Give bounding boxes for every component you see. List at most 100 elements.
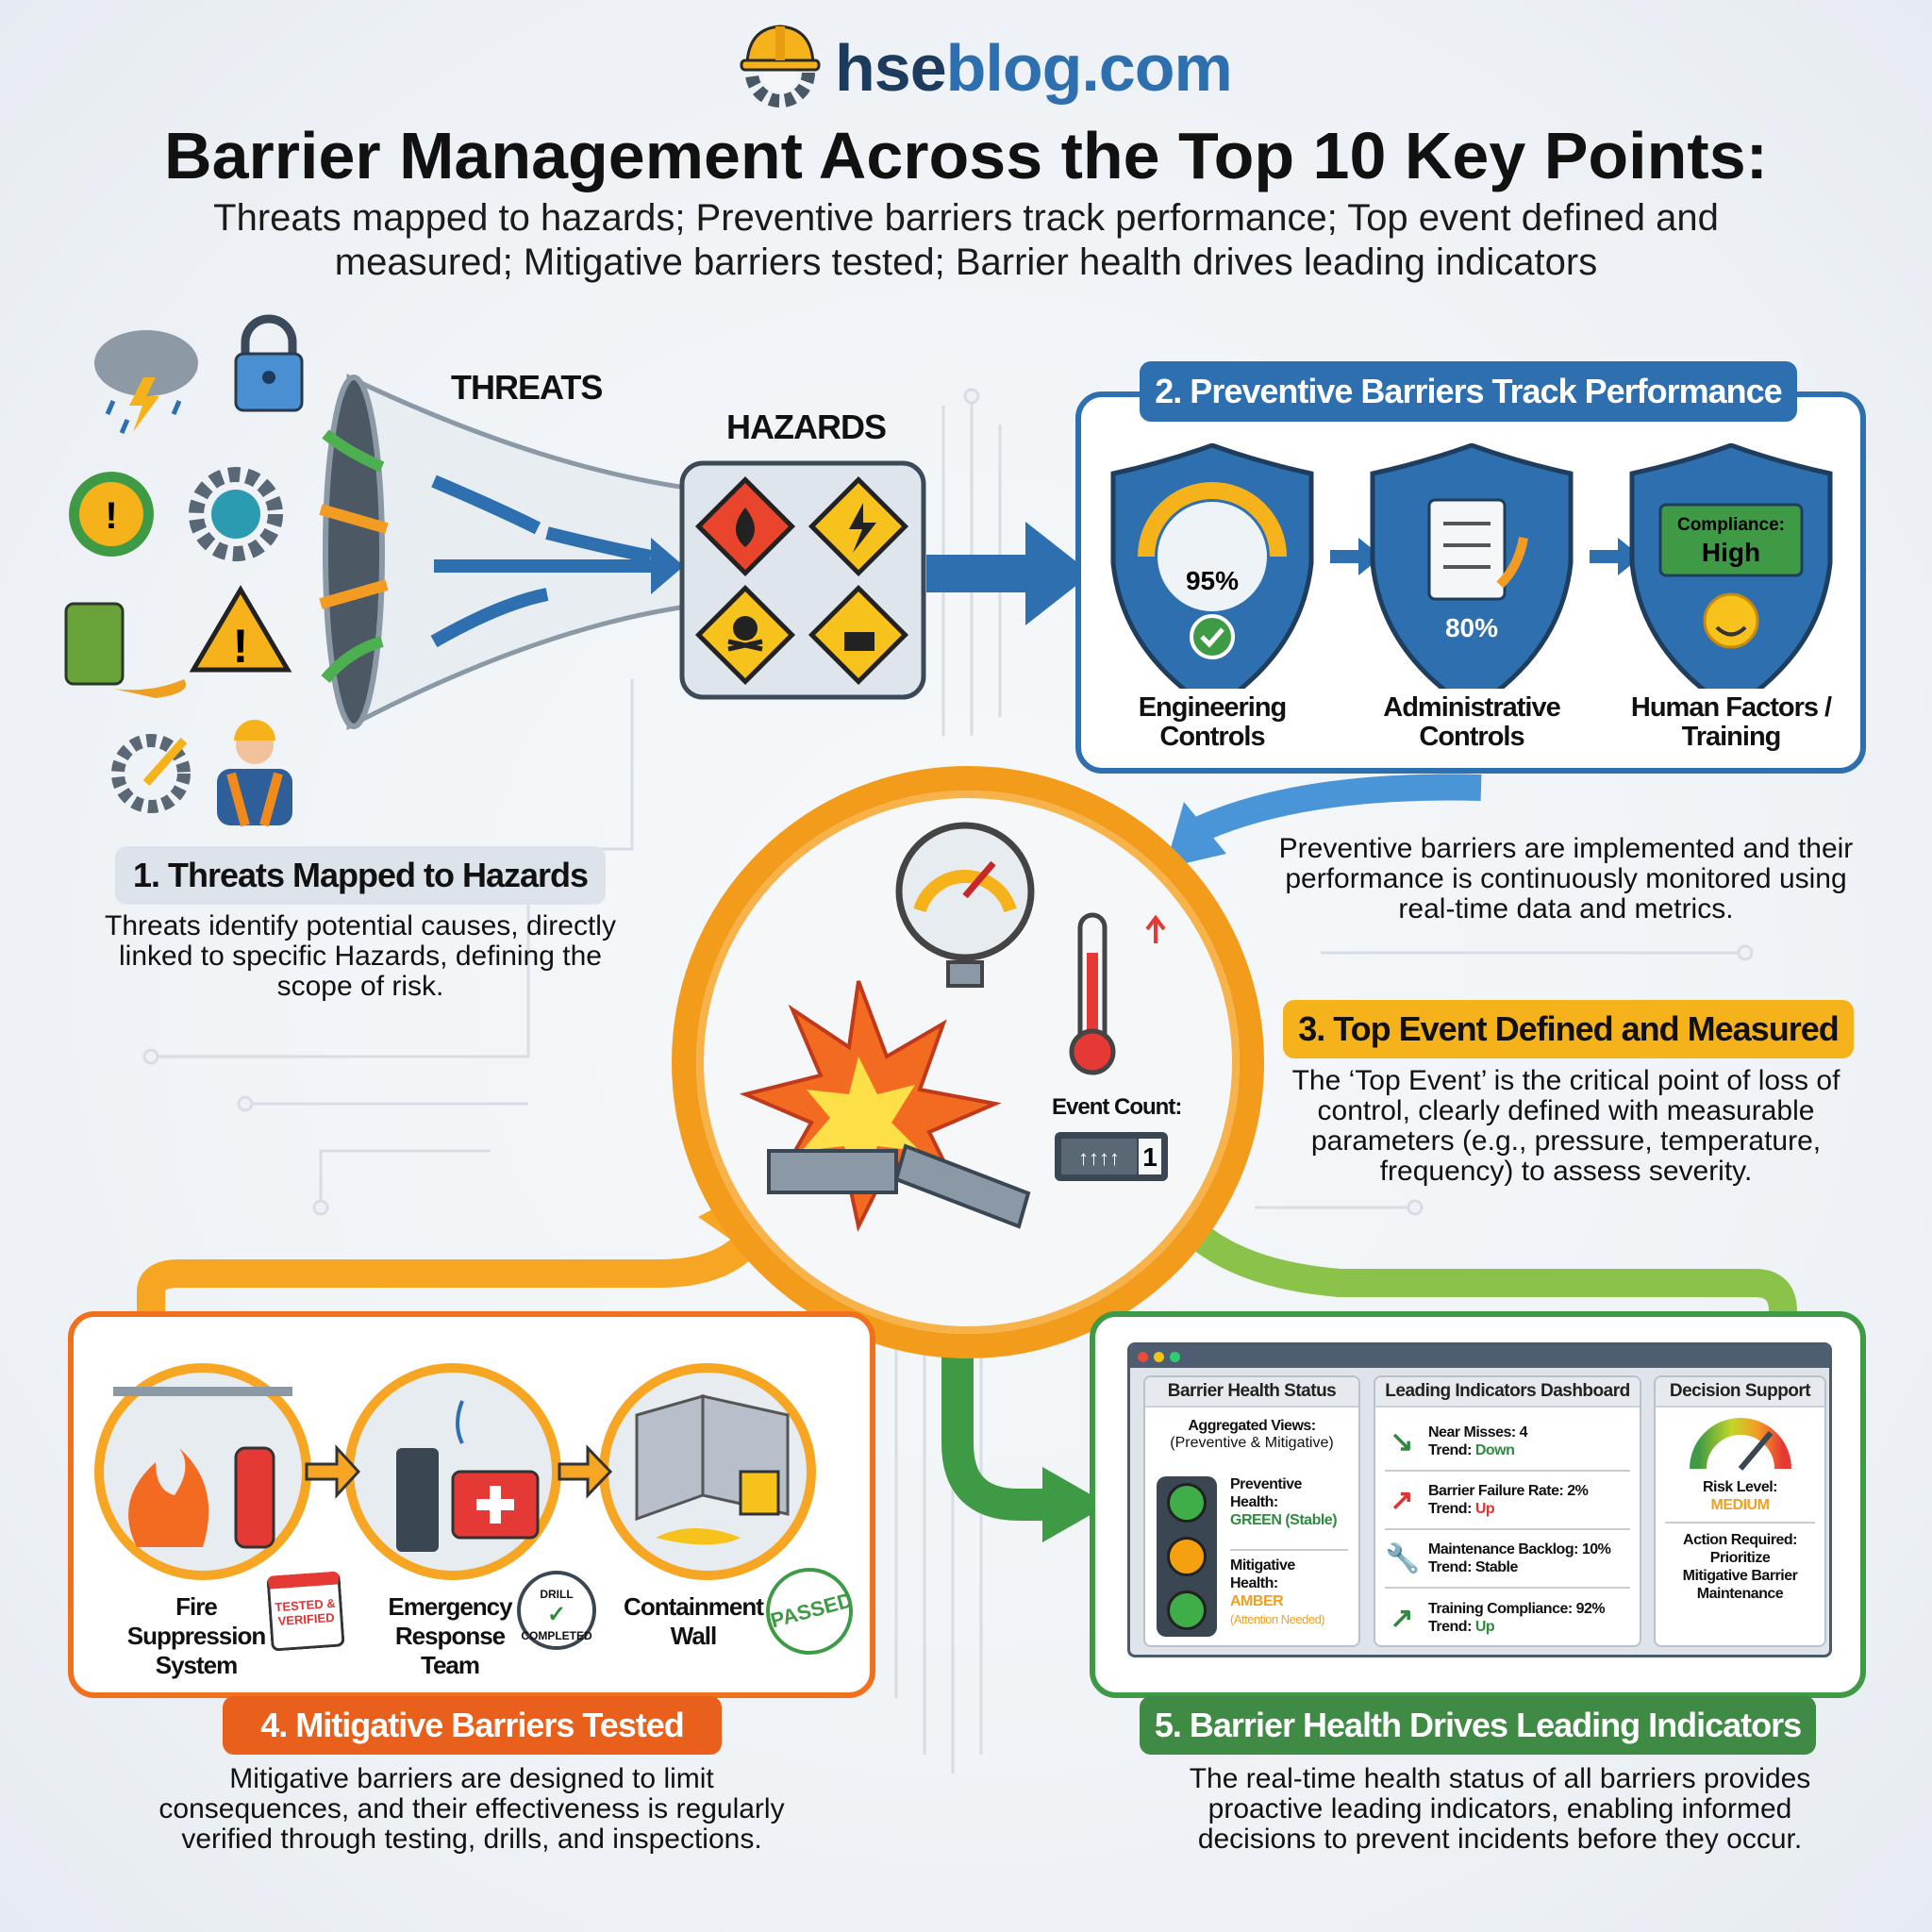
preventive-shields: 95% 80% Compliance: High [1104,443,1840,689]
window-titlebar [1130,1345,1829,1368]
section4-title: 4. Mitigative Barriers Tested [223,1696,722,1755]
top-event-illustration: ↑↑↑↑ 1 [739,822,1168,1232]
indicator-row: 🔧 Maintenance Backlog: 10% Trend: Stable [1385,1530,1630,1589]
section3-desc-line: control, clearly defined with measurable [1317,1095,1815,1126]
trend-label: Trend: [1428,1559,1475,1575]
section3-title: 3. Top Event Defined and Measured [1283,1000,1854,1058]
section4-desc-line: consequences, and their effectiveness is… [158,1793,785,1824]
aggregated-label: Aggregated Views: [1188,1418,1316,1434]
traffic-light-icon [1157,1476,1217,1637]
indicator-row: ↗ Training Compliance: 92% Trend: Up [1385,1589,1630,1645]
panel-header: Decision Support [1656,1377,1824,1407]
tested-verified-stamp: TESTED &VERIFIED [266,1571,345,1652]
shield-label-human-factors: Human Factors /Training [1630,692,1832,752]
trend-value: Up [1474,1501,1495,1517]
section2-title: 2. Preventive Barriers Track Performance [1140,361,1797,422]
panel-header: Barrier Health Status [1145,1377,1358,1407]
storm-icon [94,330,198,434]
action-required: Action Required:Prioritize Mitigative Ba… [1682,1532,1798,1602]
risk-level-label: Risk Level: [1703,1479,1777,1495]
broken-pipe-icon [767,1143,1031,1229]
containment-wall-icon [635,1394,790,1545]
arrow-to-preventive-icon [926,522,1091,625]
compliance-value: High [1702,538,1760,567]
section4-desc-line: verified through testing, drills, and in… [181,1824,762,1855]
trend-down-icon: ↘ [1390,1425,1414,1457]
section2-desc-line: performance is continuously monitored us… [1285,863,1847,894]
hazards-box [679,460,926,700]
svg-text:↑↑↑↑: ↑↑↑↑ [1078,1146,1120,1170]
barrier-health-panel: Barrier Health Status Aggregated Views: … [1143,1375,1360,1647]
page-title: Barrier Management Across the Top 10 Key… [164,119,1768,192]
trend-value: Stable [1474,1559,1519,1575]
subtitle-line: measured; Mitigative barriers tested; Ba… [334,242,1598,283]
oil-barrel-icon [64,602,186,698]
maintenance-icon: 🔧 [1385,1542,1421,1574]
decision-support-panel: Decision Support Risk Level: MEDIUM Acti… [1654,1375,1826,1647]
pressure-gauge-icon [895,822,1035,988]
threats-label: THREATS [451,368,603,407]
trend-value: Down [1474,1442,1515,1458]
hazards-label: HAZARDS [726,408,887,446]
svg-text:!: ! [105,495,117,537]
indicator-metric: Near Misses: 4 [1428,1424,1528,1441]
trend-label: Trend: [1428,1619,1475,1635]
event-count-label: Event Count: [1052,1094,1182,1120]
administrative-value: 80% [1445,613,1498,642]
engineering-value: 95% [1186,566,1239,595]
warning-triangle-icon: ! [189,585,292,673]
logo-helmet-gear-icon [740,25,821,108]
page-subtitle: Threats mapped to hazards; Preventive ba… [142,196,1790,285]
trend-up-icon: ↗ [1390,1602,1414,1634]
section5-desc-line: The real-time health status of all barri… [1189,1763,1811,1794]
threat-icons: ! ! [64,314,304,827]
warning-badge-icon: ! [69,472,154,557]
section2-desc-line: Preventive barriers are implemented and … [1278,833,1854,864]
mitigative-barrier-icons [94,1363,816,1580]
section5-desc-line: proactive leading indicators, enabling i… [1208,1793,1792,1824]
event-count-value: 1 [1142,1142,1158,1172]
threat-funnel [319,374,710,731]
barrier-dashboard-window: Barrier Health Status Aggregated Views: … [1127,1342,1832,1657]
indicator-row: ↘ Near Misses: 4 Trend: Down [1385,1413,1630,1472]
indicator-row: ↗ Barrier Failure Rate: 2% Trend: Up [1385,1472,1630,1530]
section3-desc-line: parameters (e.g., pressure, temperature, [1310,1125,1822,1157]
indicator-metric: Training Compliance: 92% [1428,1601,1606,1617]
section3-desc-line: The ‘Top Event’ is the critical point of… [1291,1065,1840,1096]
window-close-button[interactable] [1138,1351,1148,1362]
gear-chemical-icon [189,467,283,561]
section5-title: 5. Barrier Health Drives Leading Indicat… [1140,1696,1816,1755]
section1-title: 1. Threats Mapped to Hazards [115,846,606,905]
section1-desc-line: scope of risk. [276,971,444,1002]
trend-label: Trend: [1428,1501,1475,1517]
risk-gauge-icon [1690,1418,1791,1471]
human-factors-shield-icon [1632,445,1830,689]
fire-suppression-icon [113,1387,292,1549]
compliance-label: Compliance: [1677,515,1785,535]
logo-text: hseblog.com [835,31,1233,105]
worker-icon [217,720,292,827]
subtitle-line: Threats mapped to hazards; Preventive ba… [213,197,1719,239]
trend-label: Trend: [1428,1442,1475,1458]
indicator-metric: Barrier Failure Rate: 2% [1428,1483,1589,1499]
aggregated-sub: (Preventive & Mitigative) [1170,1435,1334,1451]
section4-desc-line: Mitigative barriers are designed to limi… [229,1763,714,1794]
section1-desc-line: Threats identify potential causes, direc… [105,910,616,941]
svg-text:!: ! [233,620,249,673]
window-minimize-button[interactable] [1154,1351,1164,1362]
leading-indicators-panel: Leading Indicators Dashboard ↘ Near Miss… [1374,1375,1641,1647]
window-maximize-button[interactable] [1170,1351,1180,1362]
trend-up-icon: ↗ [1390,1484,1414,1516]
gear-tool-icon [111,734,191,813]
event-counter-icon: ↑↑↑↑ [1055,1132,1168,1181]
section3-desc-line: frequency) to assess severity. [1379,1156,1753,1187]
